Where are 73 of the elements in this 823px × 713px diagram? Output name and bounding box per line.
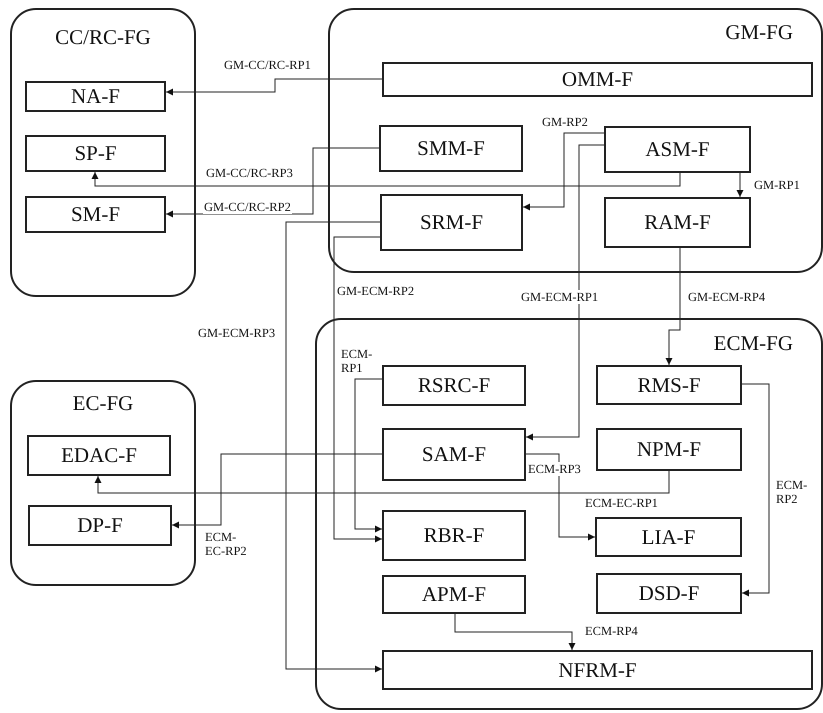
- edge-label: GM-CC/RC-RP1: [223, 58, 312, 72]
- function-box: [382, 575, 526, 614]
- connector-arrow: [286, 222, 382, 672]
- function-box: [596, 365, 742, 405]
- function-box: [379, 125, 523, 172]
- connector-arrow: [334, 236, 382, 542]
- edge-label: GM-ECM-RP2: [336, 284, 416, 298]
- function-label: SAM-F: [422, 442, 486, 467]
- function-box: [604, 126, 751, 173]
- edge-label: GM-CC/RC-RP3: [205, 166, 294, 180]
- function-box: [382, 428, 526, 481]
- group-title: ECM-FG: [714, 331, 793, 356]
- group-title: GM-FG: [725, 20, 793, 45]
- edge-label: ECM-EC-RP1: [584, 496, 659, 510]
- group-title: CC/RC-FG: [54, 25, 152, 50]
- connector-arrow: [454, 614, 576, 650]
- edge-label: GM-RP1: [753, 178, 801, 192]
- function-label: RMS-F: [637, 372, 701, 398]
- connector-arrow: [526, 454, 596, 540]
- connector-arrow: [92, 172, 680, 186]
- connector-arrow: [172, 454, 382, 528]
- connector-arrow: [736, 172, 744, 198]
- connector-arrow: [166, 148, 380, 218]
- function-box: [27, 435, 171, 476]
- group-container: [10, 380, 196, 586]
- function-label: RAM-F: [644, 210, 711, 235]
- function-box: [382, 650, 813, 690]
- function-label: EDAC-F: [61, 443, 137, 468]
- function-label: RBR-F: [424, 523, 484, 548]
- connector-arrow: [166, 78, 382, 96]
- function-box: [25, 81, 166, 112]
- function-label: DSD-F: [638, 581, 700, 606]
- function-label: OMM-F: [562, 67, 634, 92]
- group-title: EC-FG: [72, 391, 134, 416]
- edge-label: GM-ECM-RP4: [687, 290, 766, 304]
- edge-label: GM-RP2: [541, 115, 589, 130]
- function-box: [380, 194, 523, 251]
- function-label: SM-F: [70, 202, 120, 227]
- function-label: RSRC-F: [418, 373, 490, 398]
- function-box: [25, 196, 166, 233]
- function-box: [595, 517, 742, 557]
- edge-label: GM-ECM-RP1: [520, 290, 600, 304]
- function-label: APM-F: [422, 582, 486, 607]
- function-label: NPM-F: [636, 437, 702, 462]
- connector-arrow: [526, 144, 604, 440]
- function-box: [596, 573, 742, 614]
- function-label: ASM-F: [645, 137, 710, 162]
- function-box: [382, 62, 813, 97]
- edge-label: ECM-RP3: [527, 462, 582, 476]
- edge-label: GM-CC/RC-RP2: [203, 200, 292, 214]
- function-label: NFRM-F: [558, 658, 637, 682]
- connector-arrow: [354, 378, 382, 532]
- function-label: SP-F: [74, 141, 117, 166]
- function-box: [382, 365, 526, 406]
- group-container: [10, 8, 196, 297]
- function-label: SRM-F: [420, 210, 484, 235]
- connector-arrow: [94, 470, 670, 494]
- edge-label: ECM-RP4: [584, 624, 639, 638]
- function-label: NA-F: [70, 84, 120, 109]
- function-box: [25, 135, 166, 172]
- function-label: DP-F: [77, 513, 123, 538]
- function-box: [382, 510, 526, 561]
- function-label: LIA-F: [642, 524, 696, 550]
- connector-arrow: [742, 384, 770, 596]
- group-container: [315, 318, 823, 710]
- function-label: SMM-F: [417, 136, 485, 161]
- group-container: [328, 8, 823, 273]
- function-box: [604, 197, 751, 248]
- connector-arrow: [666, 248, 680, 366]
- connector-arrow: [522, 132, 604, 210]
- function-box: [596, 428, 742, 471]
- edge-label: GM-ECM-RP3: [197, 326, 276, 340]
- function-box: [28, 505, 172, 546]
